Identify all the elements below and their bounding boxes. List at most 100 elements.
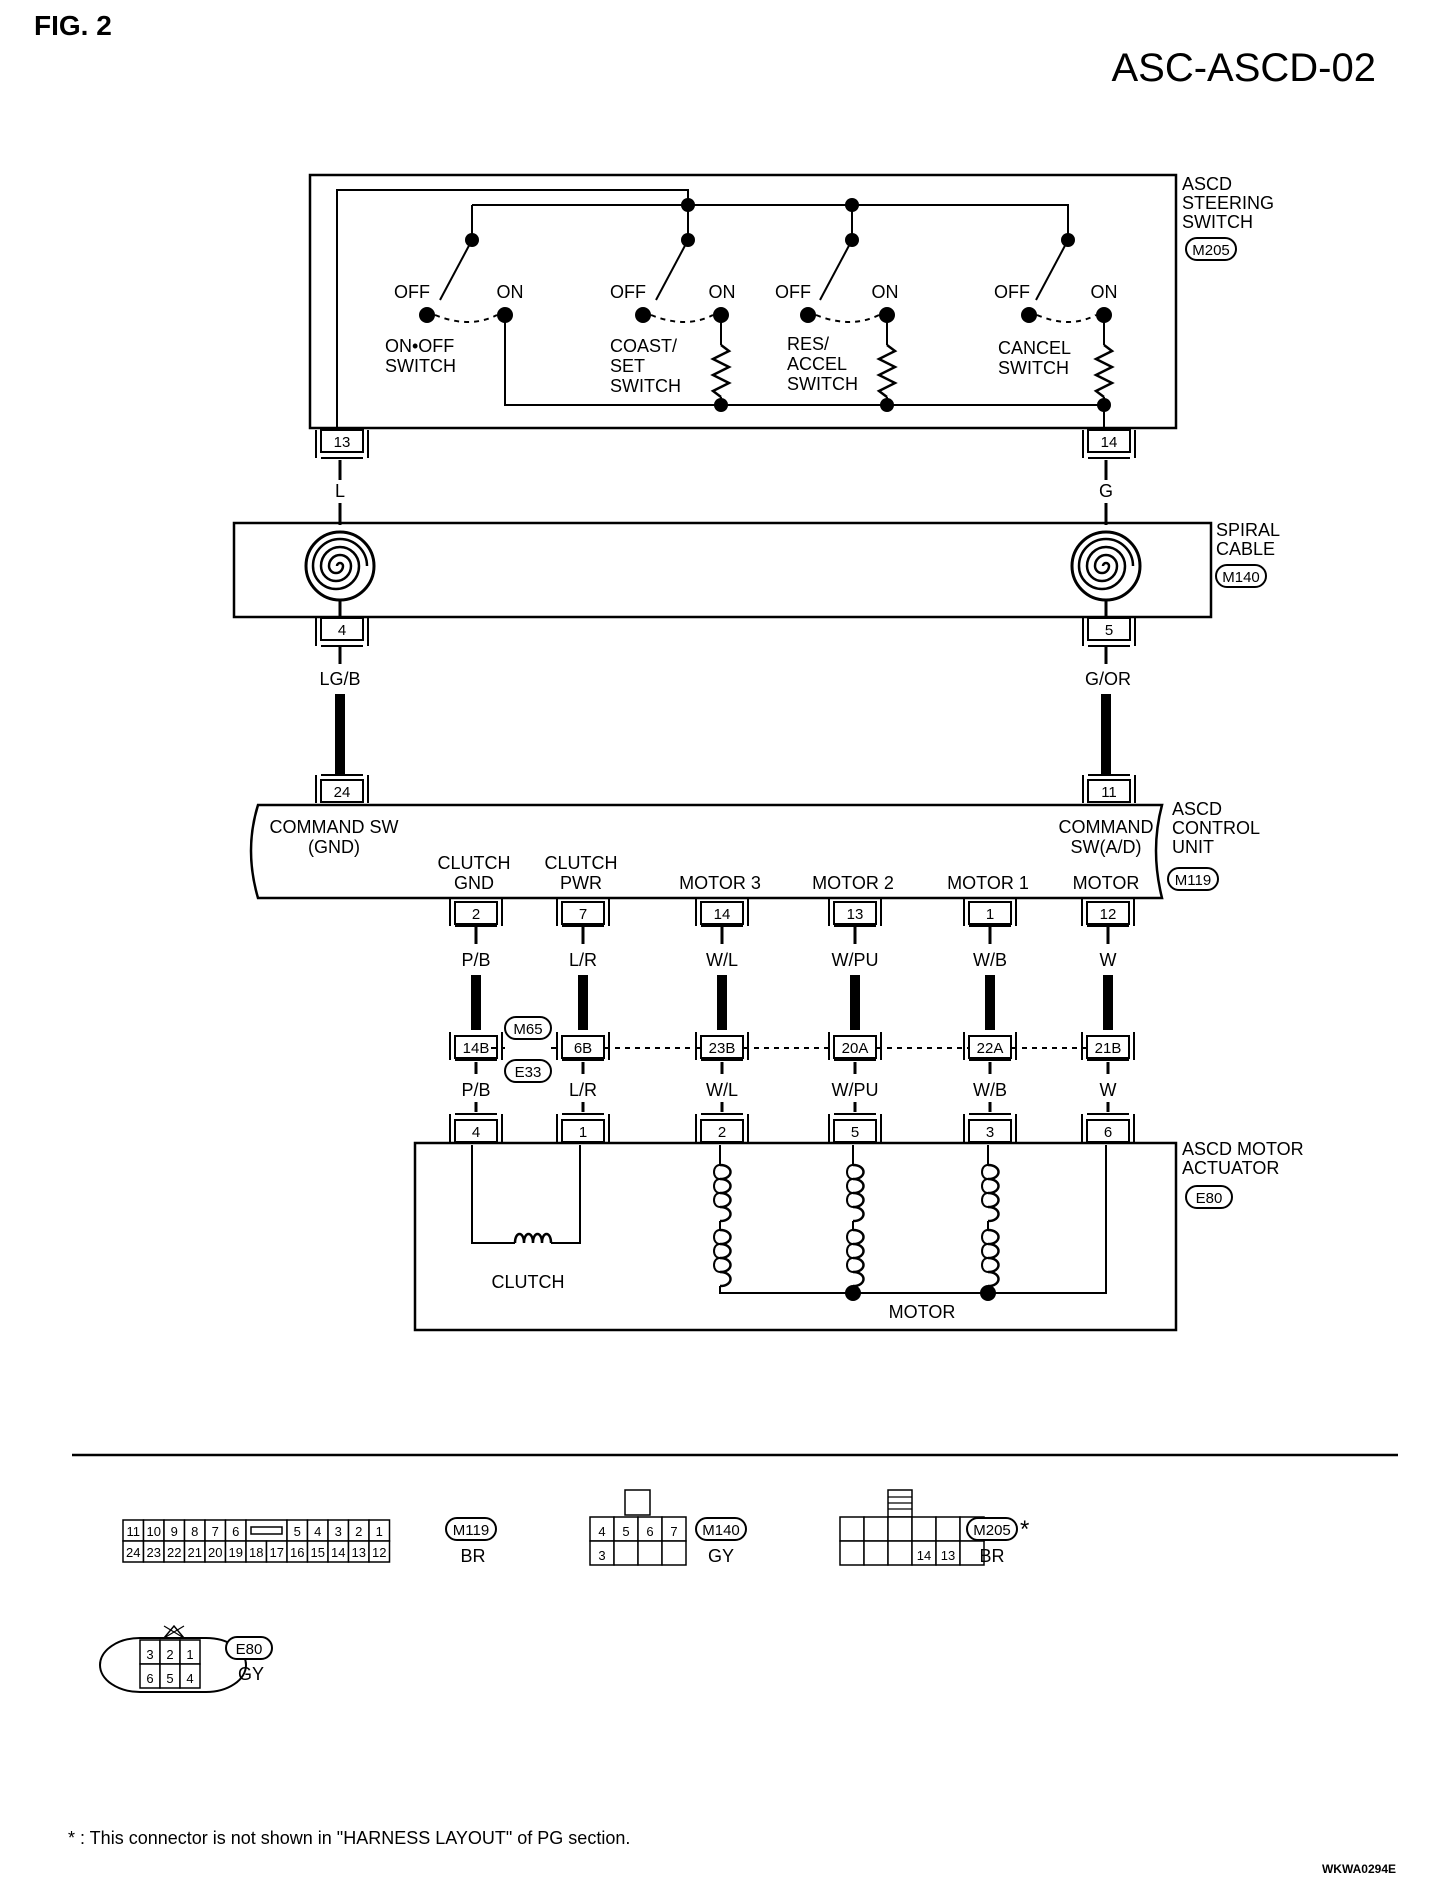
connector-tag [695, 1517, 747, 1541]
wire-color-label: P/B [461, 1080, 490, 1100]
terminal-label: MOTOR 2 [812, 873, 894, 893]
connector-tag [504, 1059, 552, 1083]
switch-off-label: OFF [610, 282, 646, 302]
cavity-number: 6 [232, 1524, 239, 1539]
control-unit-pin: 13 [847, 906, 864, 923]
terminal-label: PWR [560, 873, 602, 893]
m205-color: BR [979, 1546, 1004, 1566]
terminal-columns: CLUTCHGND2P/B14BP/B4CLUTCHPWR7L/R6BL/R1M… [437, 853, 1140, 1143]
joint-pin-box [454, 1035, 498, 1059]
cavity-number: 11 [127, 1524, 141, 1539]
res-accel-switch-label: SWITCH [787, 374, 858, 394]
control-unit-connector: M119 [1175, 872, 1211, 889]
motor-actuator-title: ASCD MOTOR [1182, 1139, 1304, 1159]
joint-pin-box [561, 1035, 605, 1059]
actuator-pin: 3 [986, 1124, 994, 1141]
joint-connector-m65: M65 [513, 1021, 542, 1038]
terminal-label: MOTOR [1073, 873, 1140, 893]
connector-cavity [863, 1540, 889, 1566]
spiral-icon [1070, 530, 1142, 602]
m205-asterisk: * [1020, 1516, 1029, 1543]
terminal-label: CLUTCH [437, 853, 510, 873]
pin-14: 14 [1101, 434, 1118, 451]
joint-pin-box [968, 1035, 1012, 1059]
coast-set-switch-label: SWITCH [610, 376, 681, 396]
cavity-number: 15 [311, 1545, 325, 1560]
actuator-pin: 6 [1104, 1124, 1112, 1141]
control-unit-pin: 2 [472, 906, 480, 923]
cavity-number: 24 [126, 1545, 140, 1560]
on-off-switch-label: SWITCH [385, 356, 456, 376]
cavity-number: 17 [270, 1545, 284, 1560]
connector-cavity [839, 1540, 865, 1566]
actuator-pin: 1 [579, 1124, 587, 1141]
control-unit-pin: 1 [986, 906, 994, 923]
joint-connector-pin: 20A [842, 1040, 869, 1057]
connector-cavity [589, 1540, 615, 1566]
pin-box [968, 901, 1012, 925]
wire-color-label: W/L [706, 950, 738, 970]
cancel-switch-label: SWITCH [998, 358, 1069, 378]
cavity-number: 6 [646, 1524, 653, 1539]
wire-color-label: W/L [706, 1080, 738, 1100]
pin-box [561, 901, 605, 925]
cavity-number: 7 [670, 1524, 677, 1539]
wire-color-label: W/B [973, 950, 1007, 970]
cavity-number: 13 [941, 1548, 955, 1563]
control-unit-title: ASCD [1172, 799, 1222, 819]
pin-13: 13 [334, 434, 351, 451]
coast-set-switch-label: COAST/ [610, 336, 677, 356]
res-accel-switch-label: ACCEL [787, 354, 847, 374]
e80-tag: E80 [236, 1641, 263, 1658]
switch-on-label: ON [497, 282, 524, 302]
command-sw-gnd-label: (GND) [308, 837, 360, 857]
joint-pin-box [1086, 1035, 1130, 1059]
cavity-number: 1 [186, 1647, 193, 1662]
cavity-number: 3 [598, 1548, 605, 1563]
wire-color-label: L/R [569, 950, 597, 970]
cavity-number: 3 [146, 1647, 153, 1662]
spiral-cable-pins: 4 5 [315, 617, 1136, 647]
switch-off-label: OFF [394, 282, 430, 302]
connector-tag [504, 1016, 552, 1040]
cavity-number: 4 [314, 1524, 321, 1539]
connector-cavity [839, 1516, 865, 1542]
motor-label: MOTOR [889, 1302, 956, 1322]
terminal-label: CLUTCH [544, 853, 617, 873]
wire-color-label: G [1099, 481, 1113, 501]
wire-color-label: W/PU [832, 1080, 879, 1100]
cavity-number: 18 [249, 1545, 263, 1560]
control-unit-title: CONTROL [1172, 818, 1260, 838]
connector-cavity [935, 1516, 961, 1542]
pin-24: 24 [334, 784, 351, 801]
control-unit-top-pins: 24 11 [315, 774, 1136, 803]
joint-connector-pin: 6B [574, 1040, 592, 1057]
cavity-number: 4 [598, 1524, 605, 1539]
wire-color-label: P/B [461, 950, 490, 970]
connector-tag [1185, 237, 1237, 261]
joint-connector-e33: E33 [515, 1064, 542, 1081]
connector-tag [1167, 867, 1219, 891]
cavity-number: 5 [622, 1524, 629, 1539]
joint-pin-box [700, 1035, 744, 1059]
steering-switch-title: ASCD [1182, 174, 1232, 194]
connector-cavity [661, 1540, 687, 1566]
spiral-cable-title: SPIRAL [1216, 520, 1280, 540]
spiral-cable-block: SPIRAL CABLE M140 [232, 520, 1280, 619]
joint-connector-pin: 23B [709, 1040, 736, 1057]
motor-actuator-connector: E80 [1196, 1190, 1223, 1207]
actuator-pin: 2 [718, 1124, 726, 1141]
figure-label: FIG. 2 [34, 10, 112, 41]
wire-color-label: L/R [569, 1080, 597, 1100]
control-unit-pin: 14 [714, 906, 731, 923]
connector-cavity [637, 1516, 663, 1542]
coast-set-switch-label: SET [610, 356, 645, 376]
cavity-number: 13 [352, 1545, 366, 1560]
pin-box [454, 901, 498, 925]
motor-actuator-block: CLUTCH MOTOR ASCD MOTOR ACTUATOR E80 [413, 1139, 1304, 1332]
cavity-number: 2 [355, 1524, 362, 1539]
connector-tag [1185, 1185, 1233, 1209]
connector-view-m140: 4 5 6 7 3 [589, 1516, 687, 1566]
